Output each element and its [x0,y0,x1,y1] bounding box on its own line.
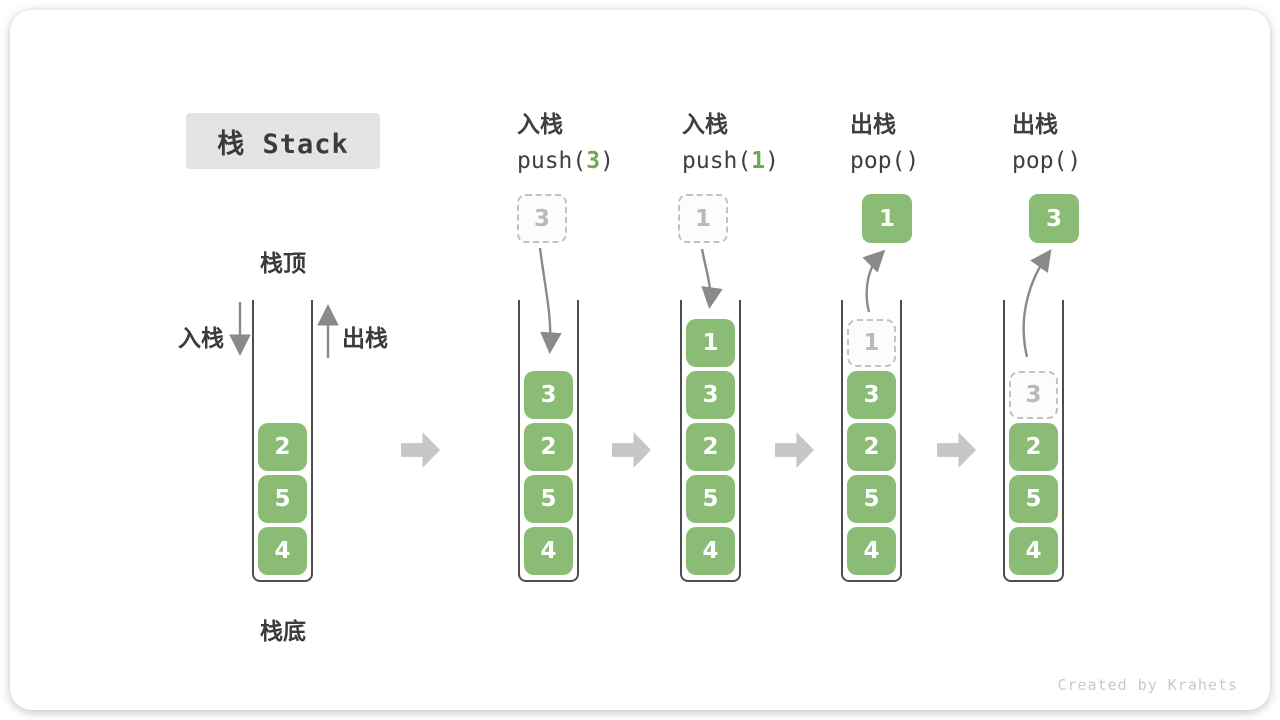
stack-element-removed: 1 [847,319,896,367]
stack-element: 5 [847,475,896,523]
popped-element: 3 [1029,194,1079,243]
operation-header-2: 入栈 push(1) [682,105,779,174]
operation-name: 出栈 [850,112,896,138]
stack-element: 1 [686,319,735,367]
operation-header-4: 出栈 pop() [1012,105,1081,174]
operation-name: 入栈 [517,112,563,138]
code-argument: 1 [751,148,766,174]
code-text: ) [905,148,920,174]
code-text: push( [682,148,752,174]
stack-element: 2 [1009,423,1058,471]
operation-name: 出栈 [1012,112,1058,138]
code-argument: 3 [586,148,601,174]
push-side-label: 入栈 [178,326,224,352]
operation-code: push(3) [517,148,614,174]
watermark: Created by Krahets [1057,676,1238,694]
stack-element: 2 [686,423,735,471]
operation-code: push(1) [682,148,779,174]
code-text: ) [765,148,779,174]
stack-element: 5 [1009,475,1058,523]
next-step-arrow-icon [401,432,440,468]
stack-bottom-label: 栈底 [260,619,306,645]
stack-element: 5 [258,475,307,523]
stack-element-removed: 3 [1009,371,1058,419]
stack-element: 2 [258,423,307,471]
operation-name: 入栈 [682,112,728,138]
stack-element: 4 [686,527,735,575]
code-text: pop( [850,148,906,174]
operation-code: pop() [1012,148,1081,174]
push-1-arrow-icon [700,248,723,309]
stack-element: 4 [847,527,896,575]
code-text: ) [600,148,614,174]
stack-element: 4 [1009,527,1058,575]
operation-header-3: 出栈 pop() [850,105,919,174]
incoming-element: 1 [678,194,728,243]
stack-element: 5 [524,475,573,523]
stack-element: 3 [524,371,573,419]
next-step-arrow-icon [612,432,651,468]
operation-header-1: 入栈 push(3) [517,105,614,174]
stack-element: 3 [847,371,896,419]
pop-side-label: 出栈 [342,326,388,352]
next-step-arrow-icon [937,432,976,468]
code-text: ) [1067,148,1082,174]
incoming-element: 3 [517,194,567,243]
stack-element: 2 [524,423,573,471]
stack-element: 4 [258,527,307,575]
popped-element: 1 [862,194,912,243]
stack-element: 4 [524,527,573,575]
stack-top-label: 栈顶 [260,251,306,277]
operation-code: pop() [850,148,919,174]
next-step-arrow-icon [775,432,814,468]
code-text: push( [517,148,587,174]
code-text: pop( [1012,148,1068,174]
stack-element: 3 [686,371,735,419]
stack-element: 5 [686,475,735,523]
stack-element: 2 [847,423,896,471]
diagram-title: 栈 Stack [186,113,380,169]
